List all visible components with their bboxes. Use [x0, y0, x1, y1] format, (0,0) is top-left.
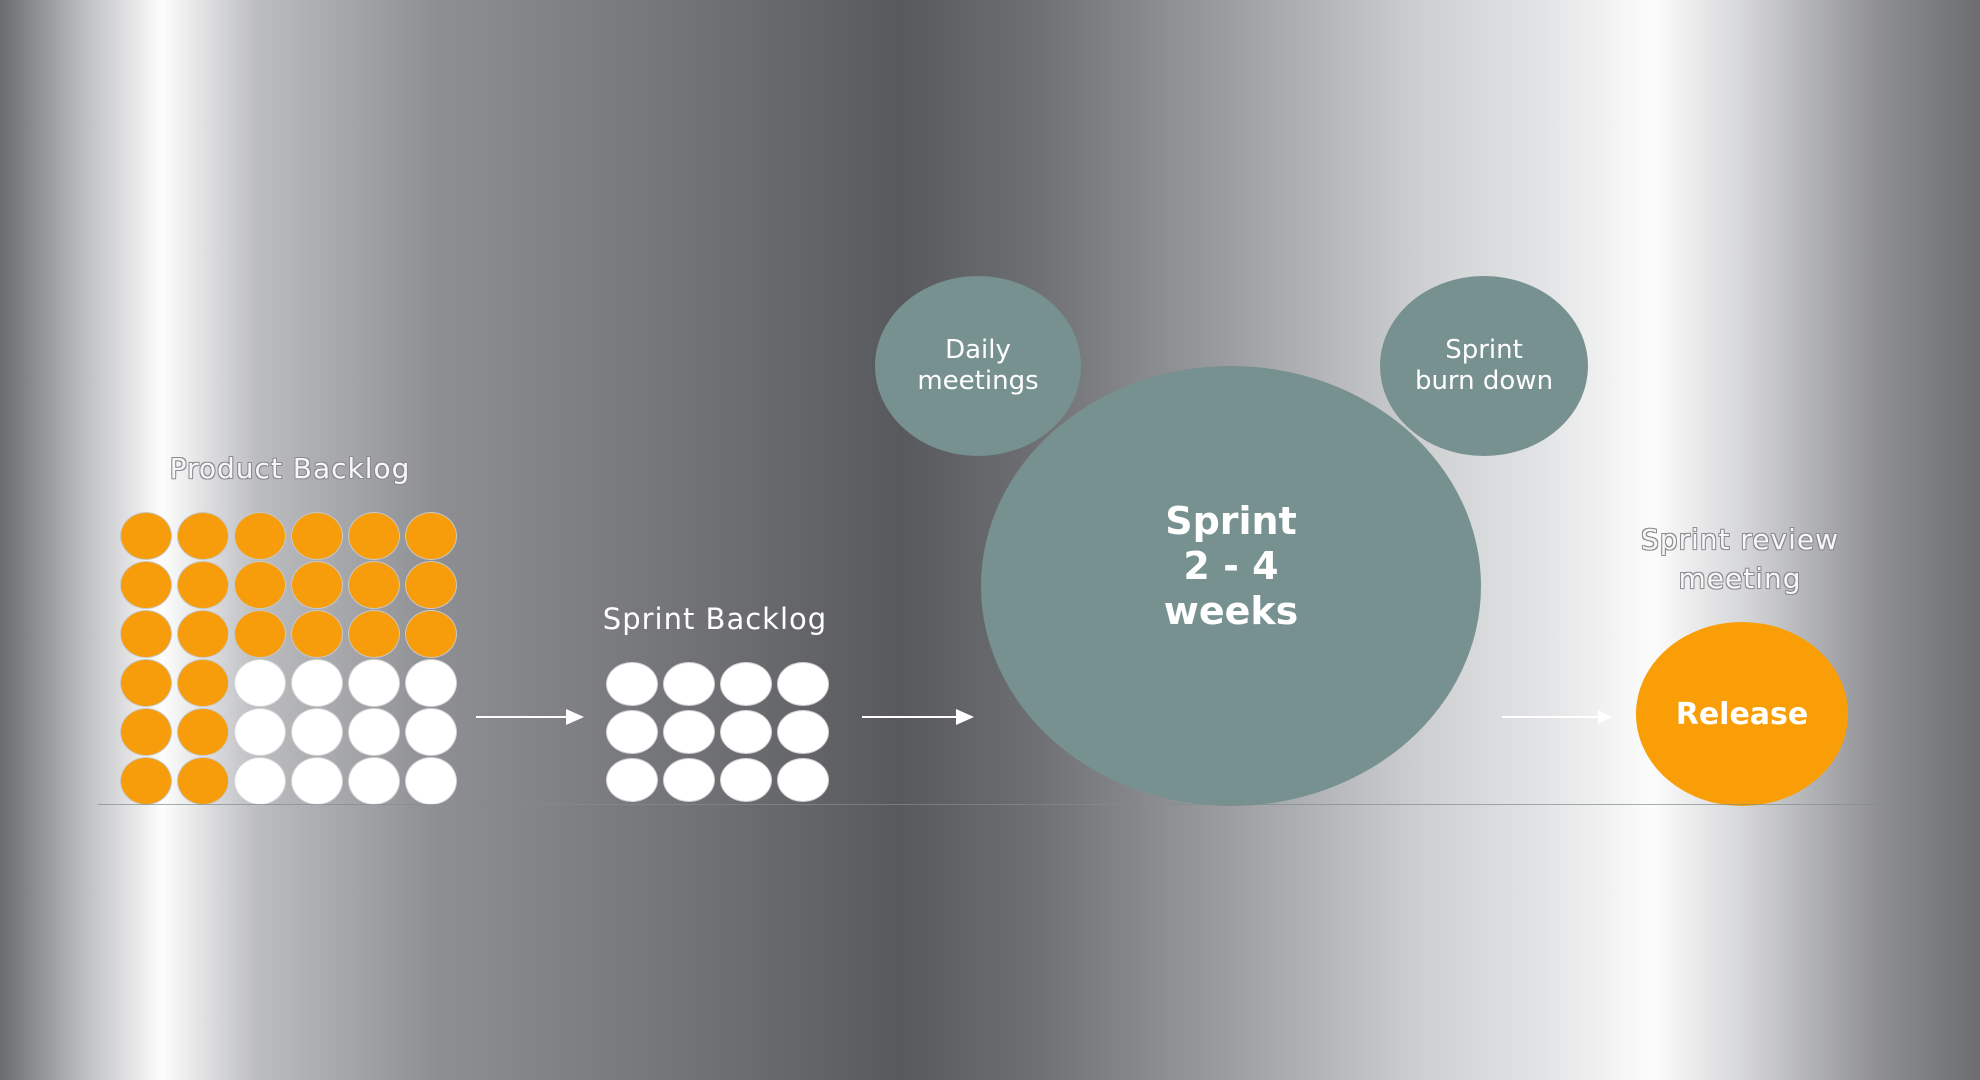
arrow-to-release	[1502, 710, 1612, 724]
product-backlog-item-todo	[405, 757, 457, 805]
sprint-burn-down-label: Sprint burn down	[1414, 335, 1554, 396]
product-backlog-item-done	[120, 659, 172, 707]
product-backlog-item-done	[120, 708, 172, 756]
product-backlog-item-done	[177, 708, 229, 756]
sprint-backlog-item-todo	[606, 710, 658, 754]
product-backlog-item-todo	[291, 757, 343, 805]
sprint-backlog-grid	[606, 662, 829, 802]
sprint-label: Sprint 2 - 4 weeks	[1163, 498, 1299, 633]
product-backlog-item-todo	[234, 708, 286, 756]
baseline-divider	[98, 804, 1878, 805]
release-bubble: Release	[1636, 622, 1848, 806]
sprint-backlog-item-todo	[777, 758, 829, 802]
product-backlog-item-todo	[234, 757, 286, 805]
sprint-backlog-item-todo	[606, 662, 658, 706]
release-label: Release	[1675, 696, 1809, 732]
product-backlog-title: Product Backlog	[169, 452, 411, 485]
product-backlog-item-todo	[348, 659, 400, 707]
product-backlog-item-todo	[405, 708, 457, 756]
product-backlog-item-todo	[234, 659, 286, 707]
product-backlog-item-done	[405, 561, 457, 609]
product-backlog-grid	[120, 512, 457, 805]
product-backlog-item-done	[177, 757, 229, 805]
product-backlog-item-todo	[348, 757, 400, 805]
product-backlog-item-done	[291, 610, 343, 658]
sprint-backlog-item-todo	[663, 662, 715, 706]
product-backlog-item-done	[120, 512, 172, 560]
product-backlog-item-done	[291, 512, 343, 560]
product-backlog-item-done	[348, 561, 400, 609]
arrow-to-sprint-backlog	[476, 709, 584, 725]
sprint-bubble: Sprint 2 - 4 weeks	[981, 366, 1481, 806]
product-backlog-item-done	[177, 659, 229, 707]
product-backlog-item-done	[120, 610, 172, 658]
product-backlog-item-todo	[348, 708, 400, 756]
sprint-review-meeting-title: Sprint review meeting	[1640, 523, 1840, 595]
sprint-backlog-item-todo	[606, 758, 658, 802]
product-backlog-item-todo	[291, 659, 343, 707]
arrow-to-sprint	[862, 709, 974, 725]
sprint-backlog-item-todo	[720, 758, 772, 802]
sprint-backlog-item-todo	[663, 710, 715, 754]
daily-meetings-label: Daily meetings	[917, 335, 1039, 396]
product-backlog-item-done	[177, 610, 229, 658]
product-backlog-item-done	[120, 561, 172, 609]
sprint-backlog-item-todo	[777, 710, 829, 754]
sprint-backlog-item-todo	[720, 662, 772, 706]
sprint-backlog-item-todo	[720, 710, 772, 754]
product-backlog-item-done	[405, 610, 457, 658]
product-backlog-item-done	[177, 561, 229, 609]
product-backlog-item-todo	[291, 708, 343, 756]
sprint-backlog-item-todo	[777, 662, 829, 706]
product-backlog-item-done	[348, 512, 400, 560]
sprint-backlog-title: Sprint Backlog	[602, 602, 828, 636]
product-backlog-item-todo	[405, 659, 457, 707]
product-backlog-item-done	[234, 512, 286, 560]
sprint-backlog-item-todo	[663, 758, 715, 802]
product-backlog-item-done	[177, 512, 229, 560]
sprint-burn-down-bubble: Sprint burn down	[1380, 276, 1588, 456]
product-backlog-item-done	[234, 610, 286, 658]
product-backlog-item-done	[348, 610, 400, 658]
product-backlog-item-done	[291, 561, 343, 609]
product-backlog-item-done	[405, 512, 457, 560]
daily-meetings-bubble: Daily meetings	[875, 276, 1081, 456]
product-backlog-item-done	[120, 757, 172, 805]
product-backlog-item-done	[234, 561, 286, 609]
